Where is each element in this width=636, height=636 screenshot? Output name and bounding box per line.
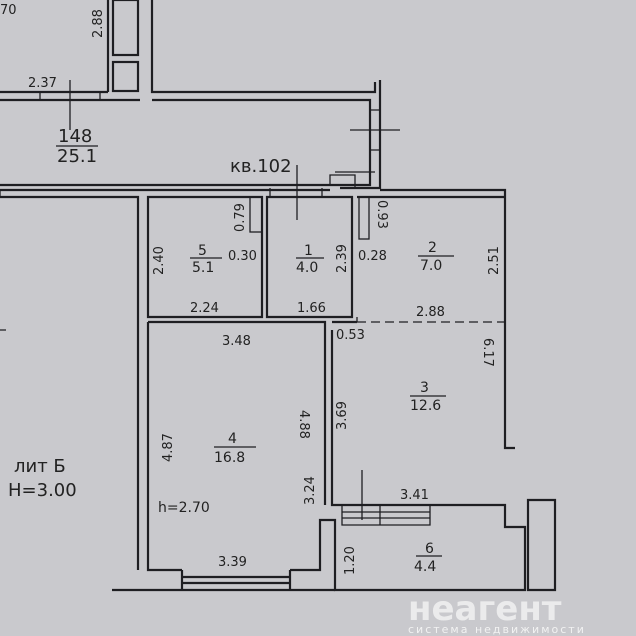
dim-text: 2.88 (91, 9, 106, 38)
dim-text: 3.24 (303, 476, 318, 505)
dim-text: 0.28 (358, 249, 387, 264)
dim-text: 1.20 (343, 546, 358, 575)
dim-text: 6.17 (480, 338, 495, 367)
room-6-number: 6 (425, 541, 434, 557)
dim-text: 3.41 (400, 488, 429, 503)
room-4-number: 4 (228, 431, 237, 447)
room-height: h=2.70 (158, 500, 210, 516)
watermark-brand: неагент (408, 589, 562, 629)
room-148-area: 25.1 (57, 146, 97, 167)
apartment-number: кв.102 (230, 156, 292, 177)
walls (0, 0, 557, 592)
dim-text: 2.24 (190, 301, 219, 316)
dim-text: 0.53 (336, 328, 365, 343)
dim-text: 2.88 (416, 305, 445, 320)
dim-text: 3.48 (222, 334, 251, 349)
dim-text: 0.93 (374, 200, 389, 229)
dim-text: 3.69 (335, 401, 350, 430)
dimensions: 70 2.88 2.37 0.79 0.30 2.40 2.24 2.39 1.… (0, 3, 502, 575)
room-6-area: 4.4 (414, 559, 436, 575)
watermark-tagline: система недвижимости (408, 623, 586, 636)
dim-text: 2.40 (152, 246, 167, 275)
room-5-number: 5 (198, 243, 207, 259)
room-3-area: 12.6 (410, 398, 441, 414)
room-1-number: 1 (304, 243, 313, 259)
dim-text: 2.39 (335, 244, 350, 273)
dim-text: 0.79 (233, 203, 248, 232)
room-2-number: 2 (428, 240, 437, 256)
dim-text: 4.87 (161, 433, 176, 462)
room-5-area: 5.1 (192, 260, 214, 276)
room-2-area: 7.0 (420, 258, 442, 274)
dim-text: 2.51 (487, 246, 502, 275)
room-148-number: 148 (58, 126, 92, 147)
dim-text: 0.30 (228, 249, 257, 264)
dim-text: 70 (0, 3, 17, 18)
room-4-area: 16.8 (214, 450, 245, 466)
watermark-logo: неагент система недвижимости (408, 589, 586, 636)
dim-text: 3.39 (218, 555, 247, 570)
dim-text: 4.88 (296, 410, 311, 439)
room-3-number: 3 (420, 380, 429, 396)
building-label: лит Б (14, 456, 66, 477)
building-height: Н=3.00 (8, 480, 77, 501)
room-labels: 148 25.1 кв.102 5 5.1 1 4.0 2 7.0 3 12.6… (8, 126, 454, 575)
dim-text: 2.37 (28, 76, 57, 91)
room-1-area: 4.0 (296, 260, 318, 276)
dim-text: 1.66 (297, 301, 326, 316)
